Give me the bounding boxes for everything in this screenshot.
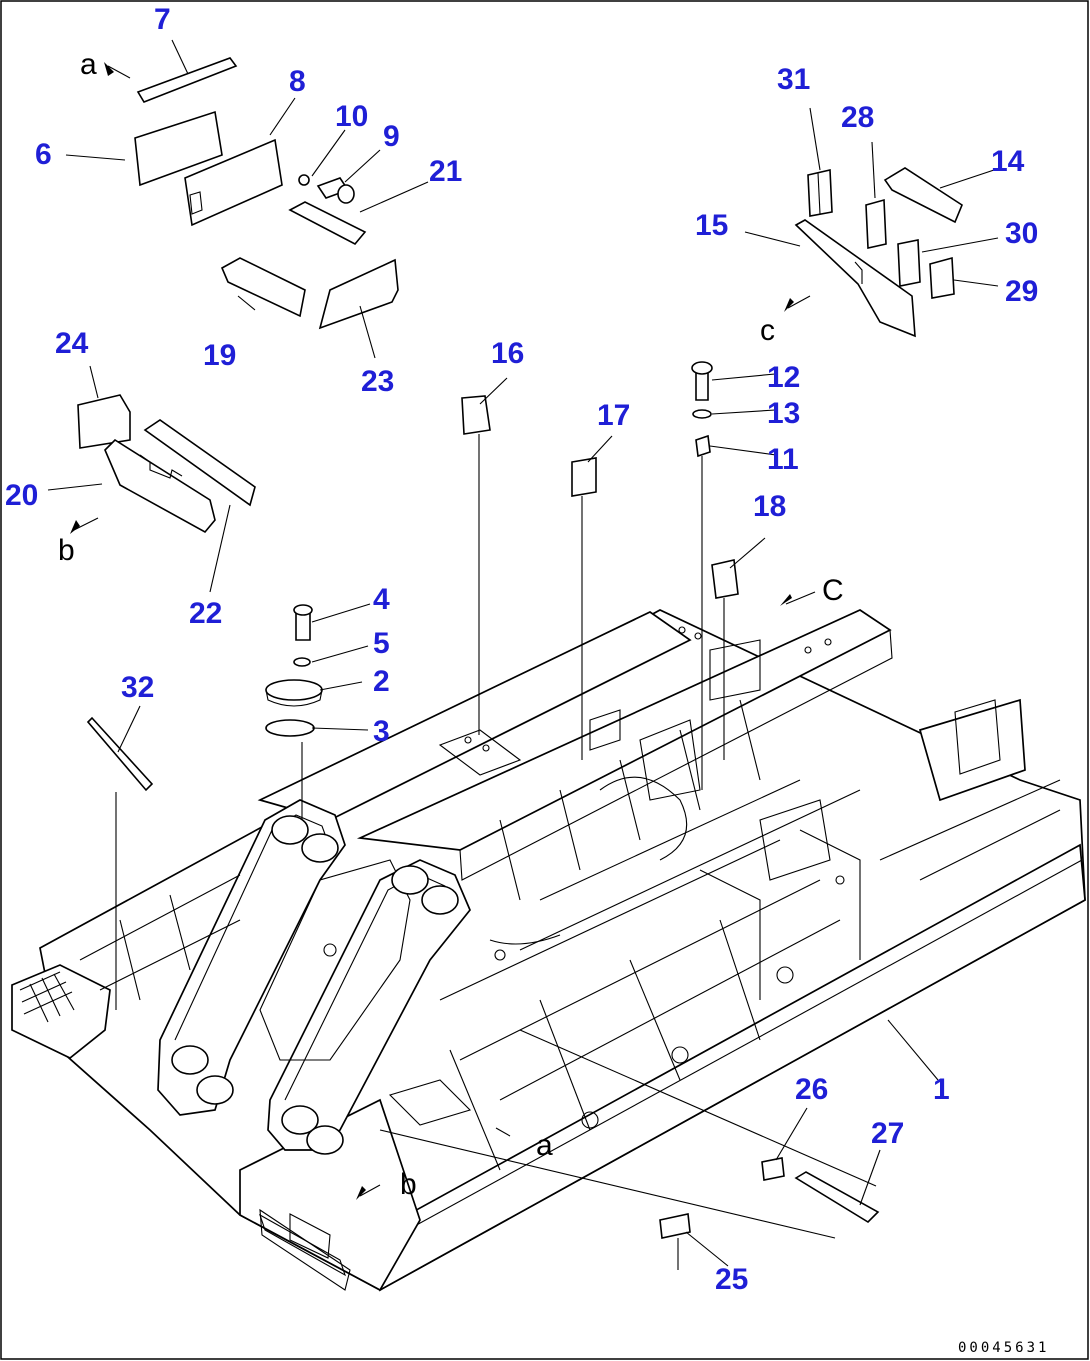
- part-5-washer[interactable]: [293, 657, 311, 667]
- part-6-plate[interactable]: [134, 110, 223, 187]
- part-23-block[interactable]: [318, 258, 399, 330]
- part-15-plate[interactable]: [794, 219, 916, 338]
- part-8-plate[interactable]: [184, 138, 283, 227]
- callout-28[interactable]: 28: [841, 101, 874, 134]
- part-14-plate[interactable]: [883, 167, 963, 224]
- callout-10[interactable]: 10: [335, 100, 368, 133]
- part-29-spacer[interactable]: [929, 256, 955, 299]
- callout-13[interactable]: 13: [767, 397, 800, 430]
- part-31-spacer[interactable]: [807, 169, 833, 217]
- callout-25[interactable]: 25: [715, 1263, 748, 1296]
- part-13-washer[interactable]: [692, 409, 712, 419]
- part-18-block[interactable]: [711, 559, 739, 599]
- callout-5[interactable]: 5: [373, 627, 390, 660]
- part-12-bolt-head: [691, 361, 713, 375]
- part-3-shim[interactable]: [265, 719, 315, 737]
- part-20-plate[interactable]: [104, 438, 216, 534]
- callout-18[interactable]: 18: [753, 490, 786, 523]
- part-24-block[interactable]: [77, 394, 131, 449]
- part-21-plate[interactable]: [288, 201, 367, 246]
- callout-31[interactable]: 31: [777, 63, 810, 96]
- callout-30[interactable]: 30: [1005, 217, 1038, 250]
- part-17-bracket[interactable]: [571, 457, 597, 497]
- callout-7[interactable]: 7: [154, 3, 171, 36]
- view-letter-b-left: b: [58, 534, 75, 567]
- document-number: 00045631: [958, 1340, 1049, 1356]
- part-19-block[interactable]: [220, 257, 306, 318]
- callout-19[interactable]: 19: [203, 339, 236, 372]
- part-22-plate[interactable]: [143, 419, 256, 507]
- view-letter-c-frame: C: [822, 574, 844, 607]
- part-32-strip[interactable]: [86, 716, 154, 792]
- callout-16[interactable]: 16: [491, 337, 524, 370]
- part-28-spacer[interactable]: [865, 198, 887, 249]
- callout-27[interactable]: 27: [871, 1117, 904, 1150]
- part-25-block[interactable]: [659, 1213, 691, 1239]
- callout-1[interactable]: 1: [933, 1073, 950, 1106]
- part-11-clip[interactable]: [695, 434, 711, 458]
- part-7-plate[interactable]: [136, 57, 238, 103]
- part-4-bolt[interactable]: [295, 611, 311, 641]
- callout-24[interactable]: 24: [55, 327, 89, 360]
- part-27-rail[interactable]: [794, 1171, 880, 1224]
- callout-22[interactable]: 22: [189, 597, 222, 630]
- callout-9[interactable]: 9: [383, 120, 400, 153]
- part-26-block[interactable]: [761, 1157, 785, 1181]
- callout-17[interactable]: 17: [597, 399, 630, 432]
- callout-4[interactable]: 4: [373, 583, 390, 616]
- view-letter-b-frame: b: [400, 1168, 417, 1201]
- leader-lines: [47, 39, 1001, 1270]
- callout-32[interactable]: 32: [121, 671, 154, 704]
- callout-14[interactable]: 14: [991, 145, 1025, 178]
- callout-29[interactable]: 29: [1005, 275, 1038, 308]
- part-9-bolt-head: [337, 184, 355, 204]
- callout-26[interactable]: 26: [795, 1073, 828, 1106]
- view-letter-a-frame: a: [536, 1129, 553, 1162]
- callout-8[interactable]: 8: [289, 65, 306, 98]
- callout-2[interactable]: 2: [373, 665, 390, 698]
- callout-11[interactable]: 11: [767, 443, 799, 476]
- callout-numbers: 1 2 3 4 5 6 7 8 9 10 11 12 13 14 15 16 1…: [5, 3, 1038, 1296]
- revolving-frame[interactable]: [11, 609, 1086, 1292]
- part-4-bolt-head: [293, 604, 313, 616]
- callout-15[interactable]: 15: [695, 209, 728, 242]
- part-16-block[interactable]: [461, 395, 491, 435]
- view-letter-c-right: c: [760, 314, 775, 347]
- part-2-cap[interactable]: [265, 679, 323, 701]
- view-letter-a-top: a: [80, 48, 97, 81]
- view-arrowheads: [70, 62, 794, 1200]
- callout-12[interactable]: 12: [767, 361, 800, 394]
- callout-21[interactable]: 21: [429, 155, 462, 188]
- callout-3[interactable]: 3: [373, 715, 390, 748]
- part-10-washer[interactable]: [298, 174, 310, 186]
- callout-23[interactable]: 23: [361, 365, 394, 398]
- part-30-spacer[interactable]: [897, 239, 921, 287]
- callout-6[interactable]: 6: [35, 138, 52, 171]
- callout-20[interactable]: 20: [5, 479, 38, 512]
